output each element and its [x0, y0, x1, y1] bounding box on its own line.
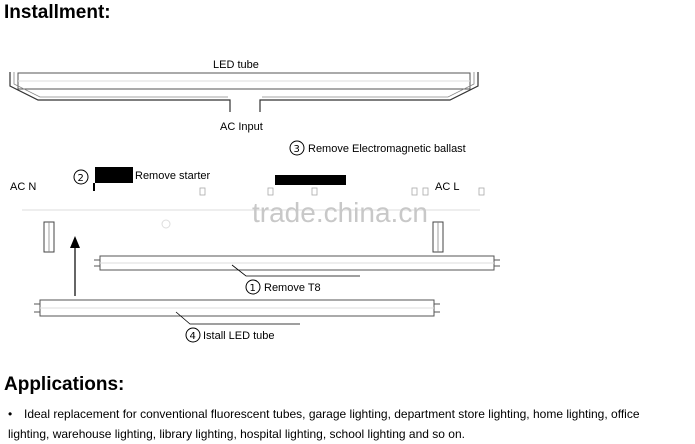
applications-line-2: lighting, warehouse lighting, library li…	[8, 427, 465, 441]
t8-tube	[94, 255, 500, 271]
ac-l-label: AC L	[435, 181, 459, 193]
led-tube-bottom	[34, 299, 440, 317]
step3-label: Remove Electromagnetic ballast	[308, 143, 466, 155]
step4-label: Istall LED tube	[203, 330, 275, 342]
step2-circle	[73, 169, 89, 185]
step2-number: 2	[78, 173, 84, 184]
step1-label: Remove T8	[264, 282, 321, 294]
applications-line-1: Ideal replacement for conventional fluor…	[24, 407, 640, 421]
ballast-block	[275, 175, 346, 185]
faded-fixture	[22, 209, 480, 229]
terminal-markers	[199, 187, 485, 196]
installation-diagram: LED tube AC Input 3 Remove Electromagnet…	[9, 59, 500, 343]
led-tube-top-label: LED tube	[213, 59, 259, 71]
step3-circle	[289, 140, 305, 156]
bullet-icon: •	[8, 407, 13, 421]
up-arrow-head	[70, 236, 80, 248]
step1-circle	[245, 279, 261, 295]
starter-block	[95, 167, 133, 183]
step4-circle	[185, 327, 201, 343]
top-led-tube	[9, 72, 479, 112]
ac-input-label: AC Input	[220, 121, 263, 133]
step2-label: Remove starter	[135, 170, 211, 182]
step3-number: 3	[294, 144, 300, 155]
step1-number: 1	[250, 283, 256, 294]
watermark: trade.china.cn	[252, 197, 428, 228]
installment-heading: Installment:	[4, 2, 111, 23]
ac-n-label: AC N	[10, 181, 36, 193]
applications-heading: Applications:	[4, 374, 125, 395]
step4-number: 4	[190, 331, 196, 342]
applications-list-item: • Ideal replacement for conventional flu…	[8, 404, 692, 444]
